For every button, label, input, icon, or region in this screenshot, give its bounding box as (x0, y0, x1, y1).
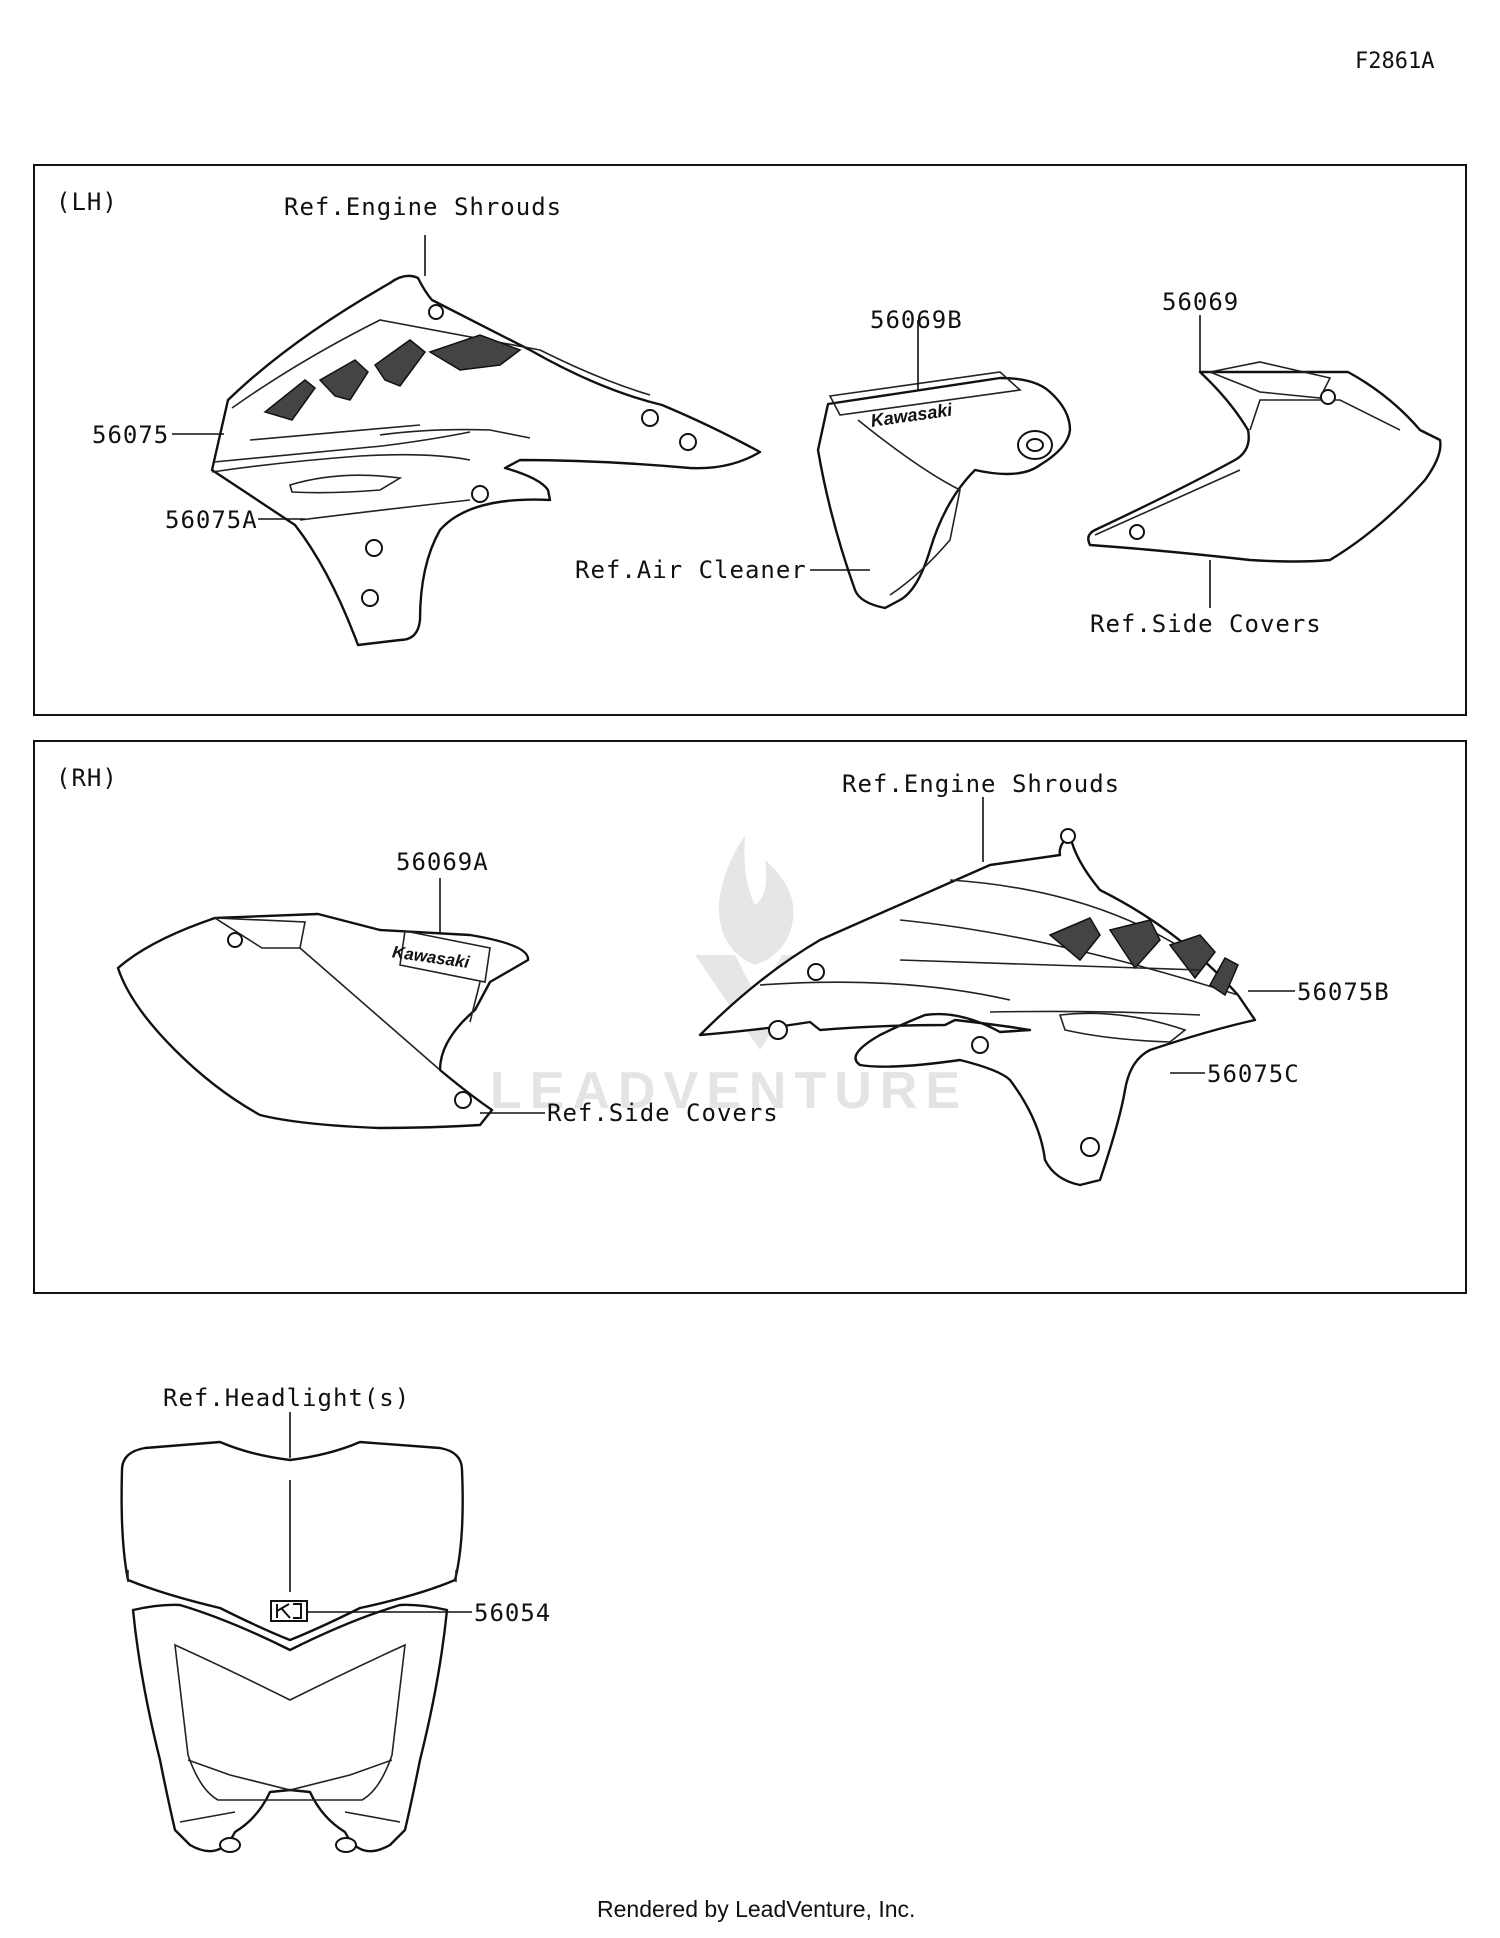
label-ref-engine-shrouds-lh: Ref.Engine Shrouds (284, 193, 562, 221)
label-56069A: 56069A (396, 848, 489, 876)
figure-code: F2861A (1355, 49, 1434, 74)
label-ref-headlights: Ref.Headlight(s) (163, 1384, 410, 1412)
label-ref-side-covers-rh: Ref.Side Covers (547, 1099, 779, 1127)
rh-panel-frame (33, 740, 1467, 1294)
label-ref-side-covers-lh: Ref.Side Covers (1090, 610, 1322, 638)
lh-air-cleaner-cover: Kawasaki (816, 371, 1072, 610)
rh-side-label: (RH) (56, 764, 118, 792)
kawasaki-emblem-decal (270, 1600, 308, 1622)
lh-side-cover (1087, 361, 1442, 563)
label-56069B: 56069B (870, 306, 963, 334)
headlight-assembly (120, 1440, 464, 1853)
lh-panel: (LH) Ref.Engine Shrouds 56 (33, 164, 1467, 716)
rh-engine-shroud (698, 828, 1257, 1187)
lh-panel-frame (33, 164, 1467, 716)
lh-engine-shroud (210, 274, 762, 647)
label-56054: 56054 (474, 1599, 551, 1627)
label-56075: 56075 (92, 421, 169, 449)
watermark-text: LEADVENTURE (490, 1062, 968, 1120)
lh-side-label: (LH) (56, 188, 118, 216)
rh-side-cover: Kawasaki (116, 912, 530, 1130)
footer-credit: Rendered by LeadVenture, Inc. (597, 1896, 915, 1922)
label-56075A: 56075A (165, 506, 258, 534)
label-56075B: 56075B (1297, 978, 1390, 1006)
label-ref-engine-shrouds-rh: Ref.Engine Shrouds (842, 770, 1120, 798)
label-56069: 56069 (1162, 288, 1239, 316)
label-56075C: 56075C (1207, 1060, 1300, 1088)
label-ref-air-cleaner: Ref.Air Cleaner (575, 556, 807, 584)
rh-panel: (RH) LEADVENTURE Kawasaki 56069A Ref.Sid… (33, 740, 1467, 1294)
